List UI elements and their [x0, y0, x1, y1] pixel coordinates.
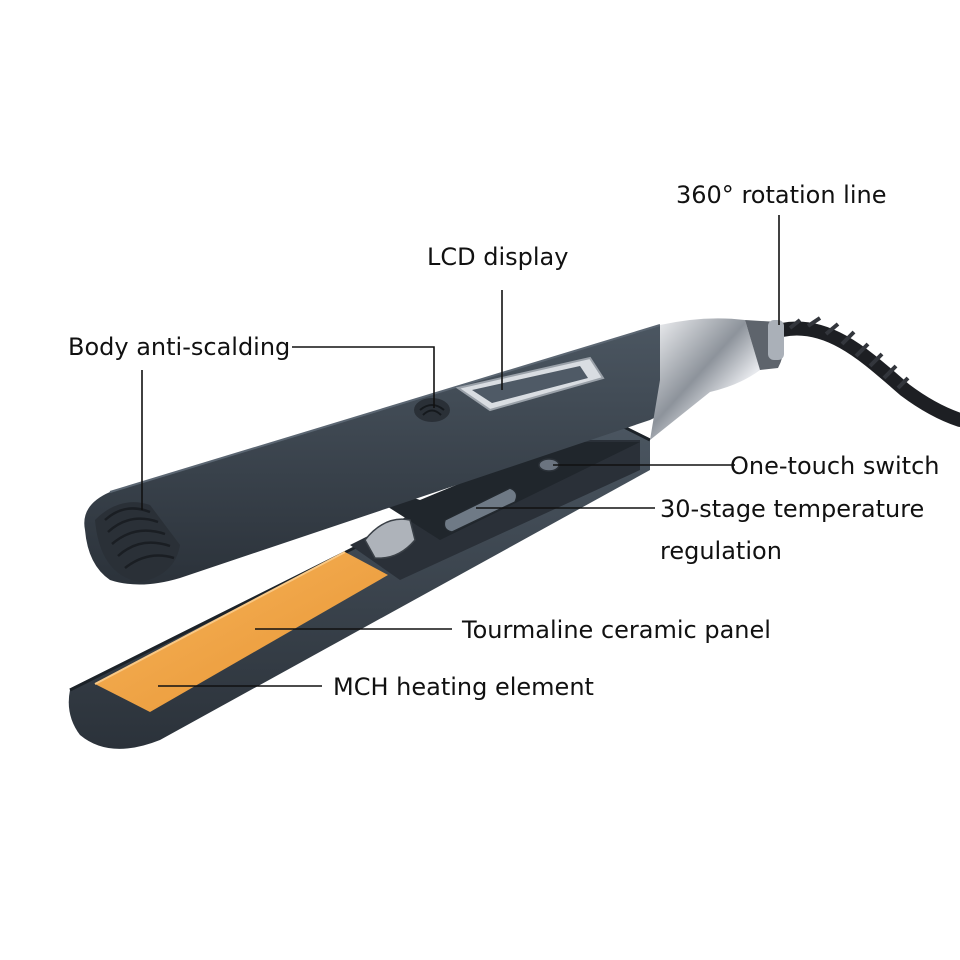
label-mch-heating: MCH heating element	[333, 673, 594, 701]
leader-body-anti-scalding	[292, 346, 435, 408]
anti-scalding-button	[414, 398, 450, 422]
label-one-touch-switch: One-touch switch	[730, 452, 939, 480]
label-temperature-line1: 30-stage temperature	[660, 495, 924, 523]
tourmaline-ceramic-panel	[94, 551, 388, 712]
label-rotation-line: 360° rotation line	[676, 181, 887, 209]
leader-lines	[141, 215, 780, 687]
label-tourmaline-panel: Tourmaline ceramic panel	[461, 616, 771, 644]
temperature-buttons	[443, 487, 518, 533]
label-lcd-display: LCD display	[427, 243, 568, 271]
lcd-display	[455, 356, 605, 412]
label-temperature-line2: regulation	[660, 537, 782, 565]
hinge-knob	[364, 518, 416, 559]
chrome-collar	[650, 318, 784, 440]
label-body-anti-scalding: Body anti-scalding	[68, 333, 290, 361]
anti-scalding-grip	[95, 502, 180, 582]
power-cord	[775, 316, 960, 427]
